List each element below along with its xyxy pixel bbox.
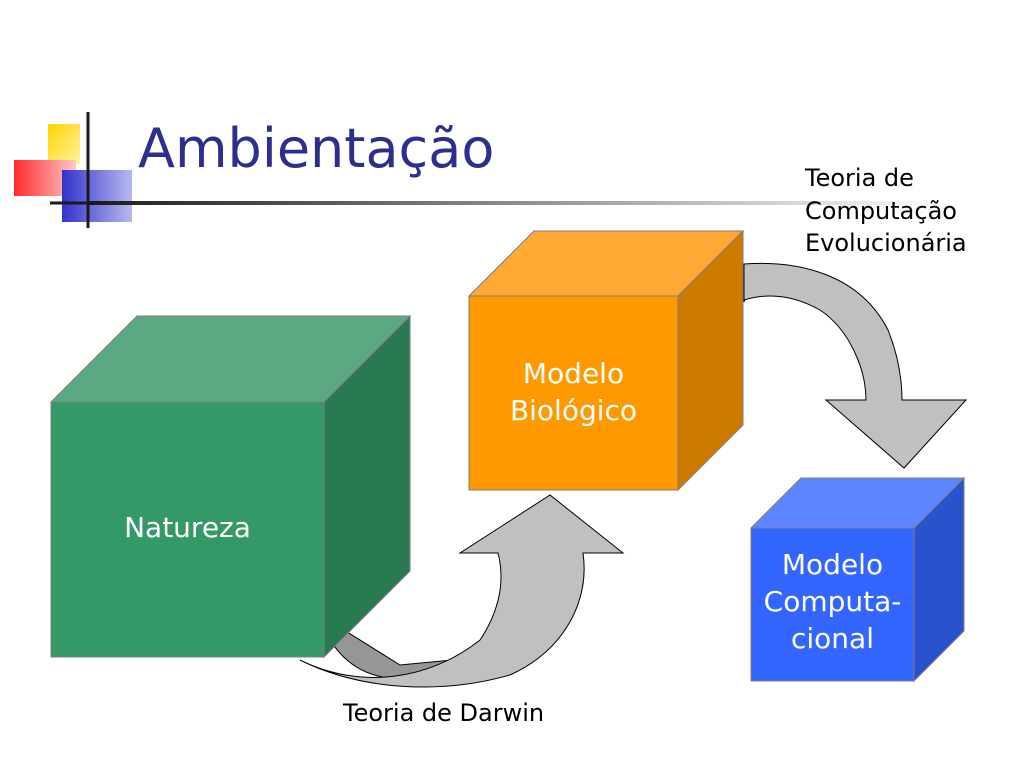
yellow-square	[48, 124, 80, 164]
caption-evolucionaria: Teoria de Computação Evolucionária	[805, 162, 967, 260]
cube-natureza-front	[50, 401, 325, 658]
arrow-darwin-body	[299, 494, 625, 688]
cube-computacional-label-line: Modelo	[781, 548, 884, 581]
caption-evolucionaria-line: Teoria de	[805, 164, 914, 192]
blue-square	[62, 170, 132, 222]
cube-biologico-label: Modelo Biológico	[469, 356, 678, 430]
bullet-squares-logo	[14, 112, 132, 228]
slide-title: Ambientação	[138, 117, 495, 180]
cube-natureza	[49, 314, 412, 659]
cube-computacional-label-line: Computa-	[763, 584, 902, 618]
cube-computacional-label-line: cional	[791, 621, 874, 655]
cube-biologico	[467, 229, 745, 492]
cube-biologico-label-line: Modelo	[522, 357, 625, 390]
title-underline	[88, 201, 948, 205]
cube-biologico-front	[468, 295, 679, 491]
cube-computacional	[749, 476, 966, 683]
arrow-evolucionaria	[743, 262, 968, 469]
arrow-evolucionaria-body	[743, 262, 968, 469]
cube-natureza-label: Natureza	[51, 510, 324, 547]
cube-biologico-label-line: Biológico	[509, 393, 638, 427]
cube-computacional-front	[750, 527, 915, 682]
cube-computacional-label: Modelo Computa- cional	[751, 547, 914, 658]
caption-evolucionaria-line: Computação	[805, 196, 957, 225]
caption-darwin: Teoria de Darwin	[343, 699, 545, 727]
caption-evolucionaria-line: Evolucionária	[805, 229, 967, 258]
cube-natureza-label-line: Natureza	[124, 511, 251, 544]
